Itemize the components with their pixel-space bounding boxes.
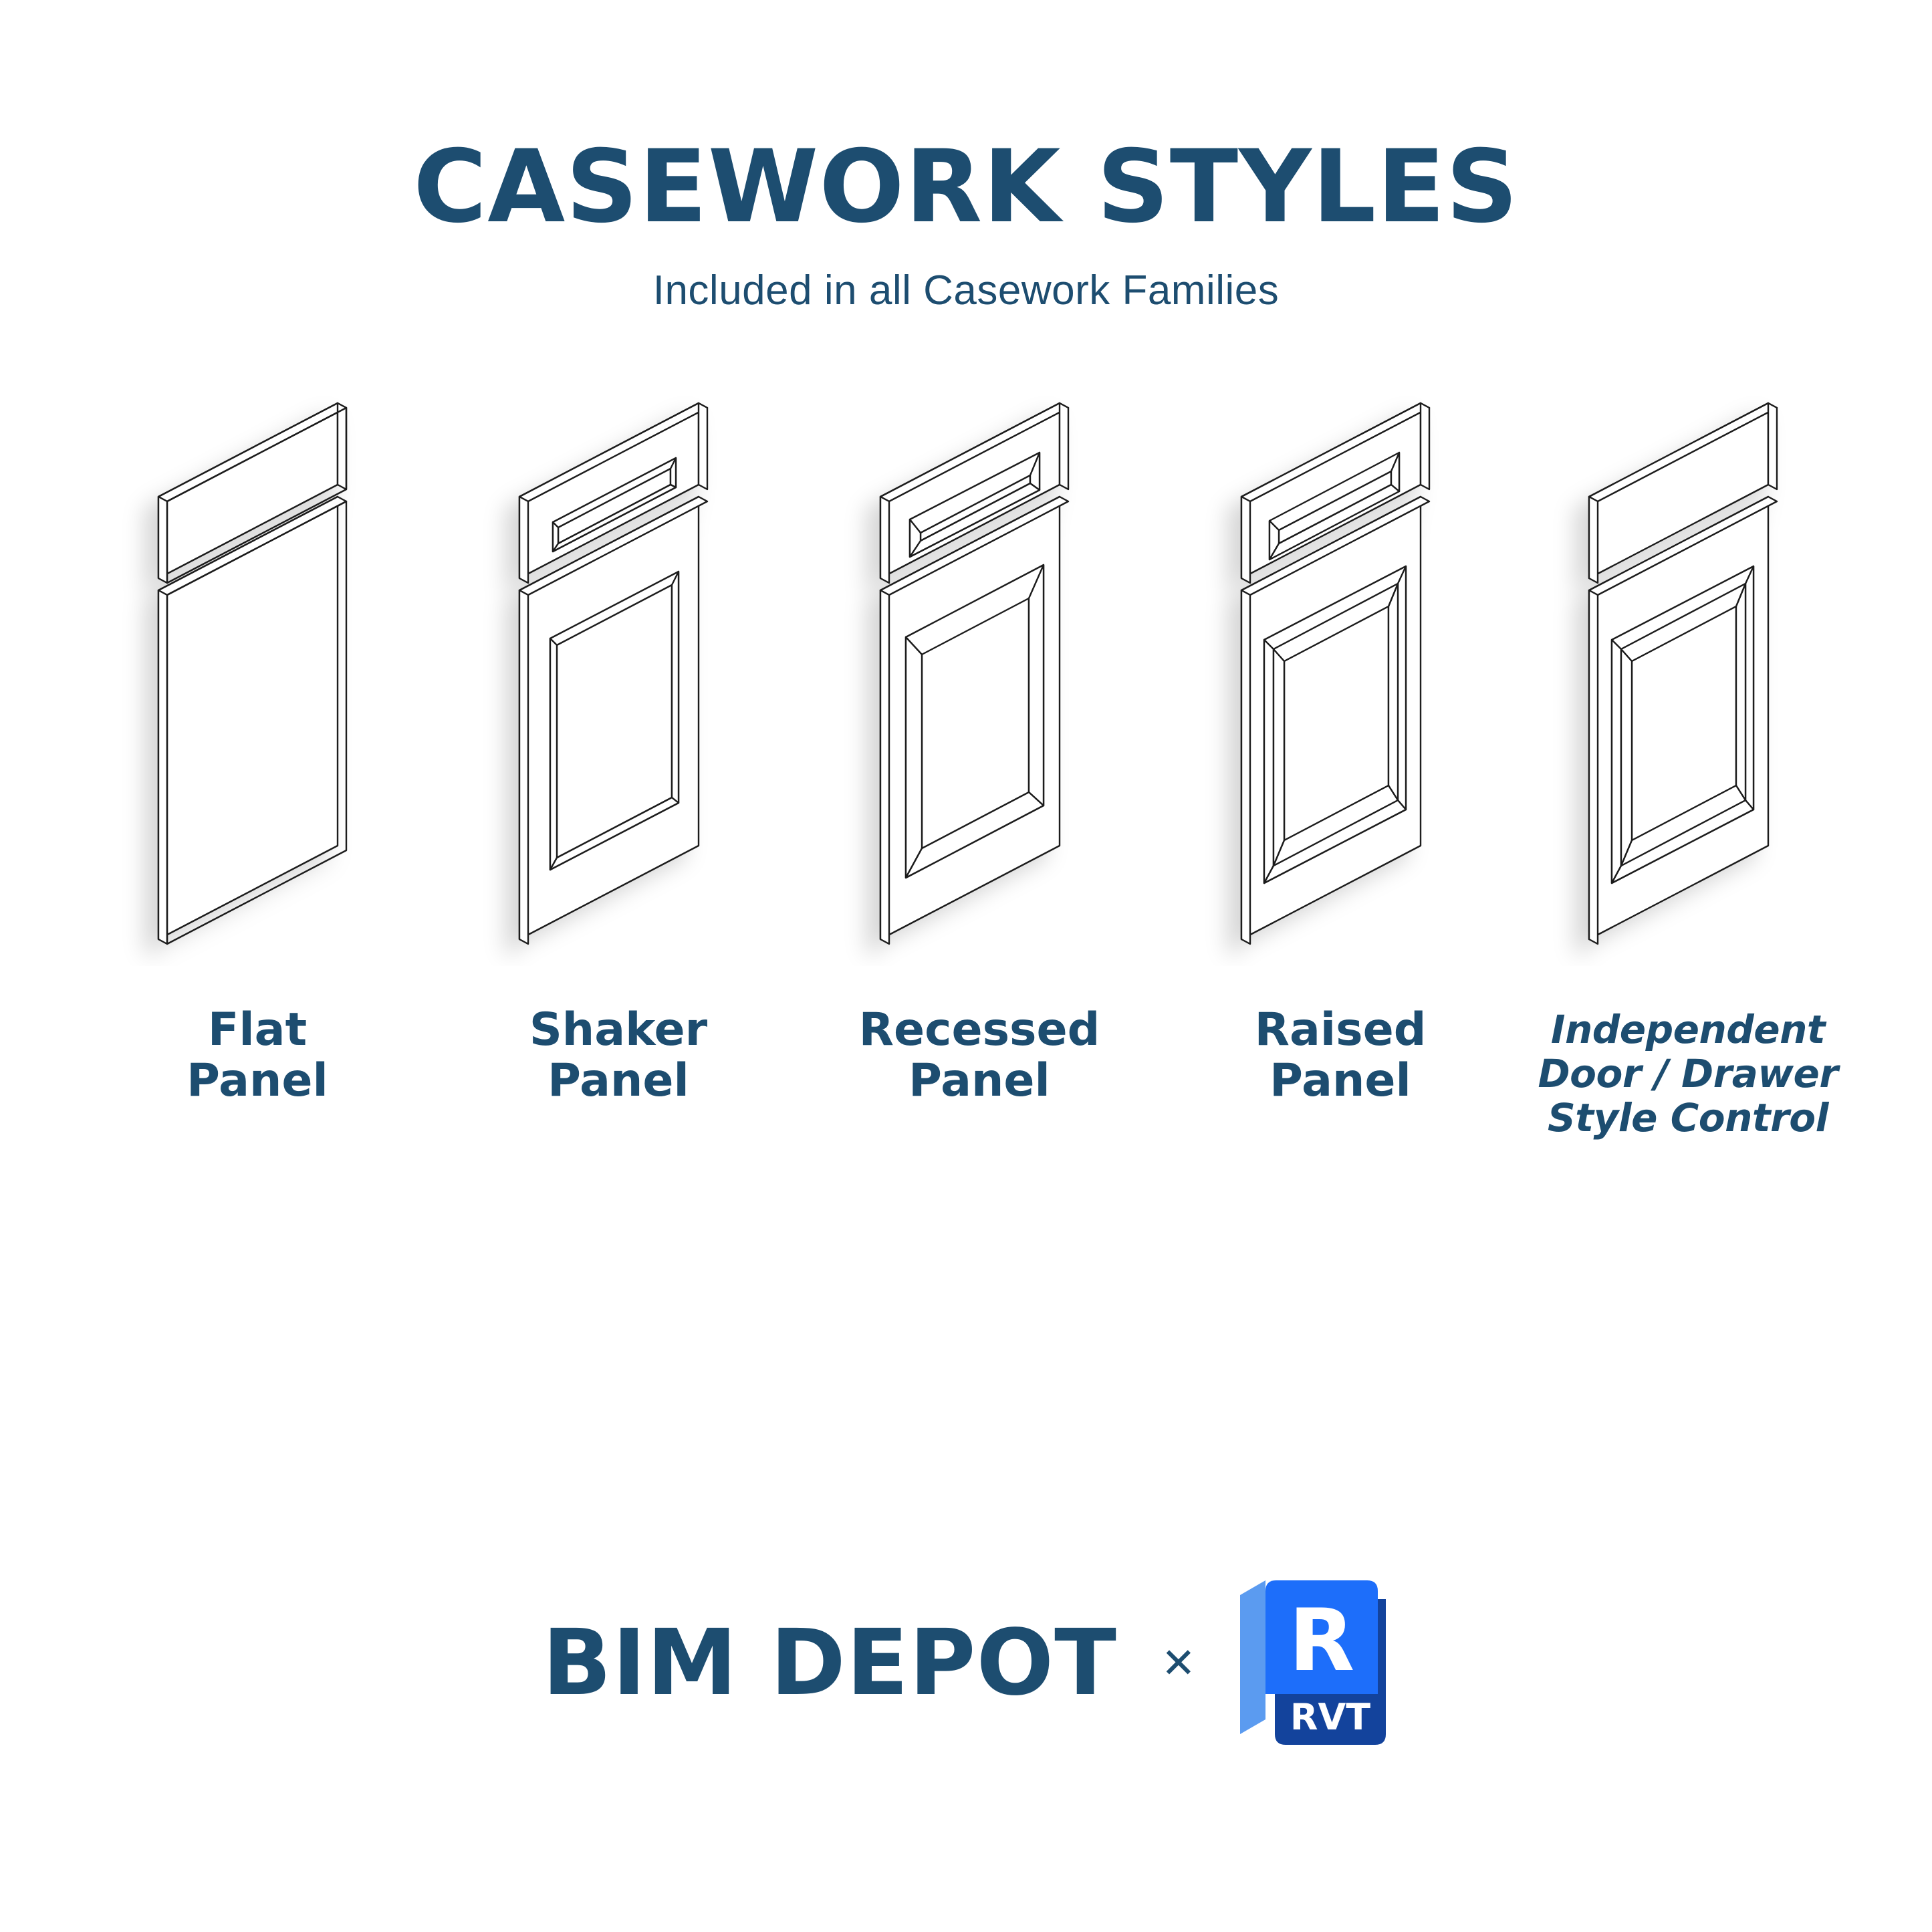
panel-label-flat: Flat Panel (187, 1003, 328, 1108)
panel-item-flat[interactable]: Flat Panel (77, 378, 438, 1106)
revit-rvt-icon: R RVT (1236, 1576, 1390, 1750)
panel-label-recessed: Recessed Panel (858, 1003, 1100, 1108)
panel-item-shaker[interactable]: Shaker Panel (438, 378, 799, 1106)
flat-panel-illustration (97, 378, 418, 966)
brand-wordmark: BIM DEPOT (542, 1610, 1117, 1716)
raised-panel-illustration (1180, 378, 1501, 966)
panel-item-independent[interactable]: Independent Door / Drawer Style Control (1521, 378, 1855, 1140)
page-title: CASEWORK STYLES (413, 129, 1519, 245)
panel-label-raised: Raised Panel (1254, 1003, 1427, 1108)
page-subtitle: Included in all Casework Families (652, 267, 1280, 314)
rvt-letter: R (1289, 1591, 1355, 1691)
header: CASEWORK STYLES Included in all Casework… (0, 0, 1932, 314)
panel-item-recessed[interactable]: Recessed Panel (799, 378, 1160, 1106)
panel-gallery: Flat Panel (0, 378, 1932, 1140)
panel-label-shaker: Shaker Panel (529, 1003, 708, 1108)
multiply-icon: ✕ (1161, 1639, 1196, 1687)
panel-label-independent: Independent Door / Drawer Style Control (1538, 1007, 1838, 1141)
shaker-panel-illustration (458, 378, 779, 966)
recessed-panel-illustration (819, 378, 1140, 966)
panel-item-raised[interactable]: Raised Panel (1160, 378, 1521, 1106)
rvt-extension-text: RVT (1290, 1696, 1370, 1738)
independent-style-illustration (1528, 378, 1848, 966)
footer-branding: BIM DEPOT ✕ R RVT (0, 1576, 1932, 1932)
